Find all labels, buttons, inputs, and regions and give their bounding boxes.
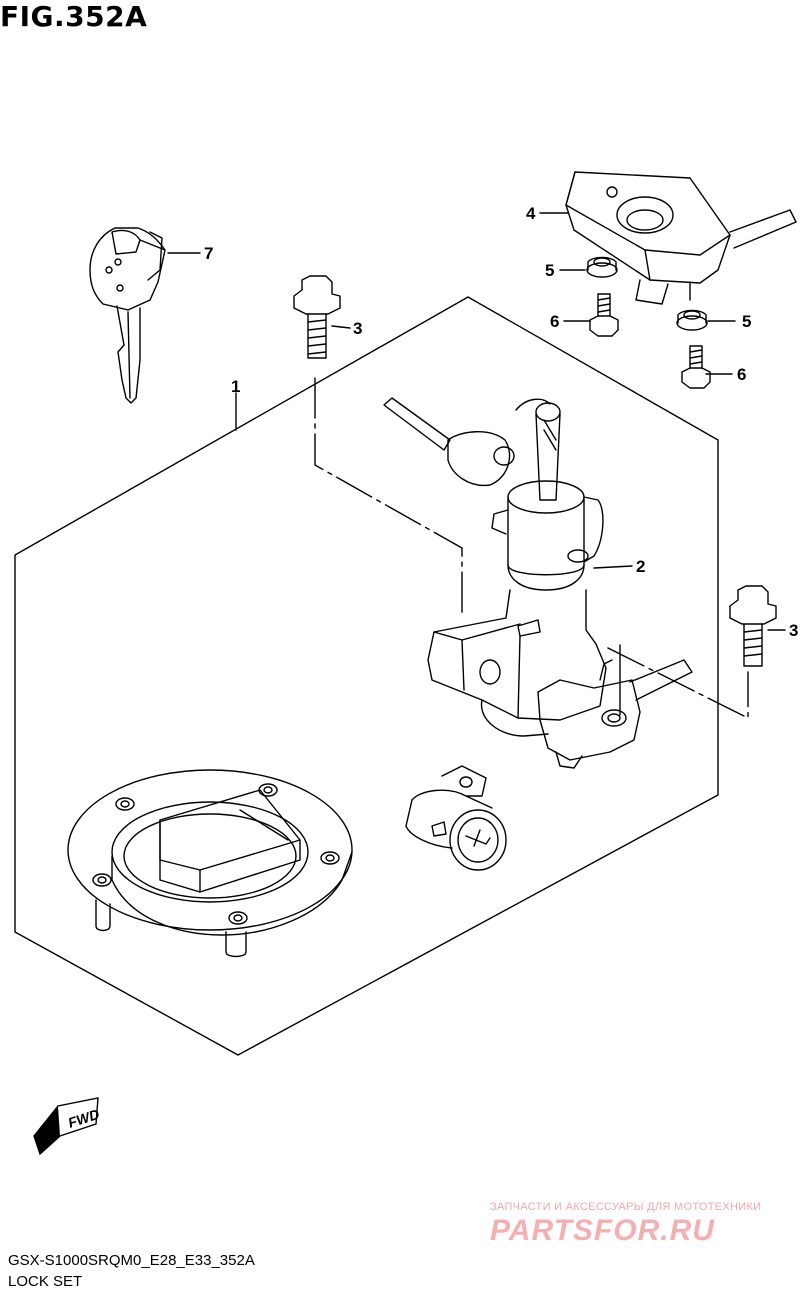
fwd-arrow-icon: FWD [33,1097,101,1156]
callout-3-upper: 3 [353,319,362,338]
callout-2: 2 [636,557,645,576]
screw-upper-icon [589,293,619,337]
bolt-right-icon [729,585,777,667]
callout-3-right: 3 [789,621,798,640]
bolt-upper-icon [293,275,341,359]
callout-6-upper: 6 [550,312,559,331]
fuel-cap-ring-icon [67,769,353,958]
section-name: LOCK SET [8,1273,83,1290]
lock-set-frame [14,296,719,1056]
seat-lock-cylinder-icon [405,765,507,871]
key-icon [89,227,166,404]
callout-4: 4 [526,204,536,223]
watermark-logo: PARTSFOR.RU [490,1214,715,1247]
lock-cover-icon [565,171,797,305]
grommet-upper-icon [586,256,618,278]
grommet-lower-icon [676,309,708,331]
figure-title: FIG.352A [0,0,148,33]
callout-7: 7 [204,244,213,263]
callout-1: 1 [231,377,240,396]
callout-5-lower: 5 [742,312,751,331]
screw-lower-icon [681,345,711,389]
callout-6-lower: 6 [737,365,746,384]
leader-dashed-right [607,647,749,719]
callout-5-upper: 5 [545,261,554,280]
model-code: GSX-S1000SRQM0_E28_E33_352A [8,1252,255,1269]
ignition-switch-icon [383,397,693,769]
watermark-tagline: ЗАПЧАСТИ И АКСЕССУАРЫ ДЛЯ МОТОТЕХНИКИ [490,1201,762,1213]
leader-dashed-left [314,377,463,616]
